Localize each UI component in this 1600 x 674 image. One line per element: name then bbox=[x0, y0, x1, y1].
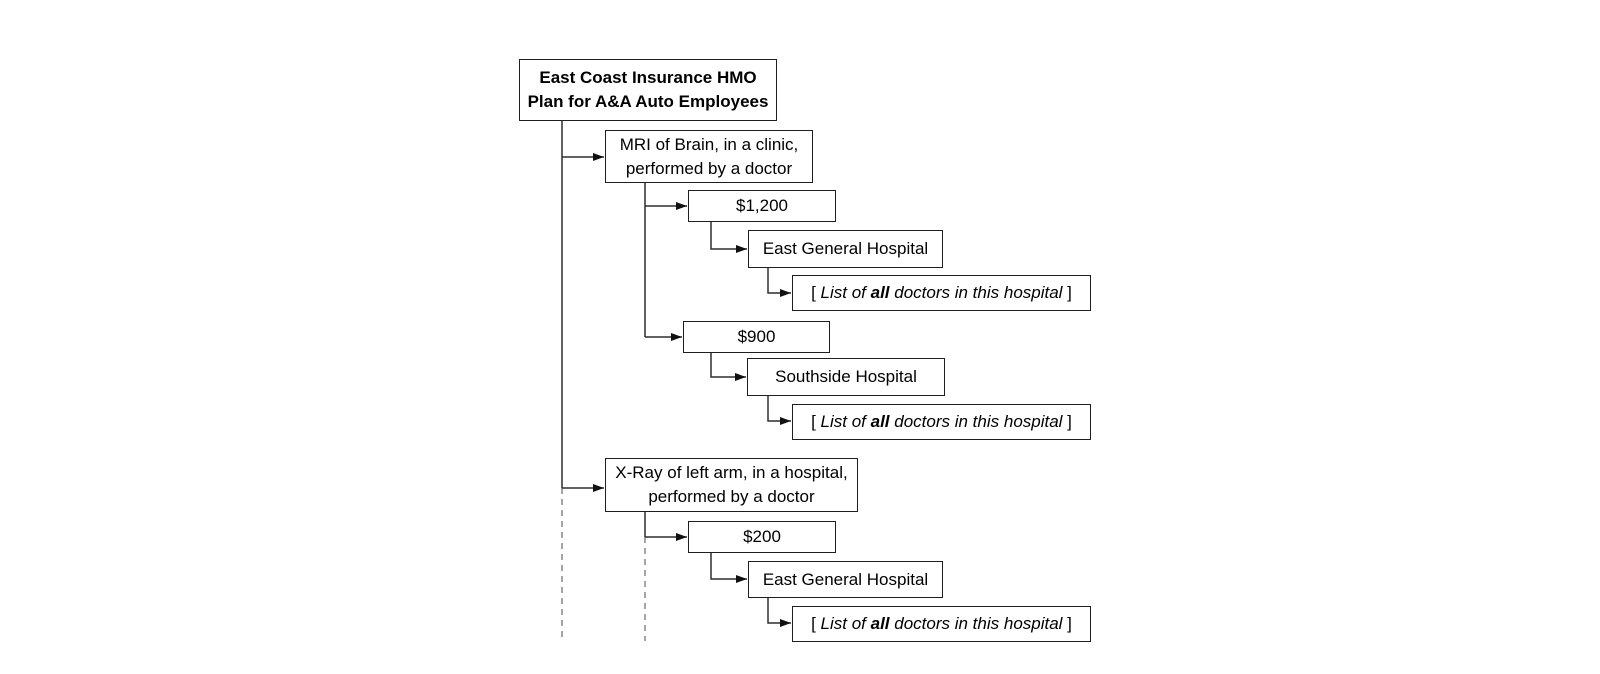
plan-root-box: East Coast Insurance HMO Plan for A&A Au… bbox=[519, 59, 777, 121]
doctor-list-3-box: [ List of all doctors in this hospital ] bbox=[792, 606, 1091, 642]
elbow-200-to-east-general bbox=[710, 553, 747, 583]
service-mri-line1: MRI of Brain, in a clinic, bbox=[619, 134, 799, 154]
elbow-900-to-southside bbox=[710, 353, 746, 381]
plan-root-line1: East Coast Insurance HMO bbox=[539, 68, 757, 87]
price-1200-box: $1,200 bbox=[688, 190, 836, 222]
doctor-list-1-box: [ List of all doctors in this hospital ] bbox=[792, 275, 1091, 311]
doctor-list-2-box: [ List of all doctors in this hospital ] bbox=[792, 404, 1091, 440]
price-200-box: $200 bbox=[688, 521, 836, 553]
hospital-southside-label: Southside Hospital bbox=[775, 367, 917, 386]
plan-root-line2: Plan for A&A Auto Employees bbox=[527, 92, 769, 111]
hospital-east-general-1-label: East General Hospital bbox=[762, 239, 929, 258]
service-mri-box: MRI of Brain, in a clinic, performed by … bbox=[605, 130, 813, 183]
service-xray-box: X-Ray of left arm, in a hospital, perfor… bbox=[605, 458, 858, 512]
price-900-box: $900 bbox=[683, 321, 830, 353]
doctor-list-1-text: [ List of all doctors in this hospital ] bbox=[811, 283, 1072, 302]
service-mri-line2: performed by a doctor bbox=[625, 158, 793, 178]
hospital-east-general-1-box: East General Hospital bbox=[748, 230, 943, 268]
price-200-label: $200 bbox=[743, 527, 781, 546]
elbow-1200-to-east-general bbox=[710, 222, 747, 253]
elbow-east-general-1-to-list bbox=[767, 268, 791, 297]
service-xray-line2: performed by a doctor bbox=[648, 487, 815, 506]
hospital-east-general-2-label: East General Hospital bbox=[762, 569, 929, 589]
elbow-east-general-2-to-list bbox=[767, 598, 791, 627]
elbow-southside-to-list bbox=[767, 396, 791, 425]
price-1200-label: $1,200 bbox=[736, 196, 788, 215]
service-xray-line1: X-Ray of left arm, in a hospital, bbox=[615, 463, 848, 482]
hospital-east-general-2-box: East General Hospital bbox=[748, 561, 943, 598]
doctor-list-2-text: [ List of all doctors in this hospital ] bbox=[811, 412, 1072, 431]
price-900-label: $900 bbox=[737, 327, 776, 346]
hospital-southside-box: Southside Hospital bbox=[747, 358, 945, 396]
doctor-list-3-text: [ List of all doctors in this hospital ] bbox=[811, 614, 1072, 633]
